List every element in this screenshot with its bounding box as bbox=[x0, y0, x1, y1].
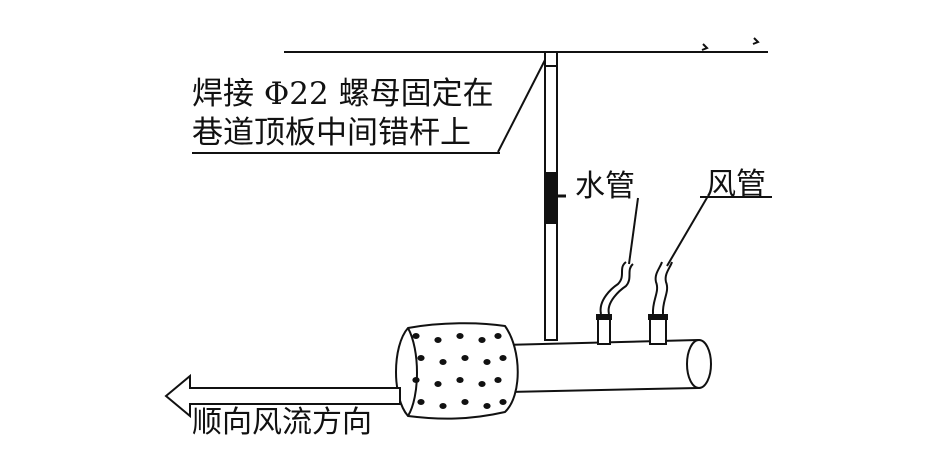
air-hose bbox=[651, 261, 663, 315]
nozzle-hole bbox=[483, 403, 491, 409]
air-pipe-label: 风管 bbox=[706, 167, 766, 202]
nozzle-hole bbox=[439, 403, 447, 409]
roof-mark bbox=[752, 37, 760, 45]
air-pipe-leader bbox=[666, 195, 709, 267]
nozzle-holes bbox=[412, 333, 507, 409]
weld-label-line2: 巷道顶板中间错杆上 bbox=[192, 115, 471, 151]
main-pipe bbox=[504, 338, 711, 394]
nozzle-hole bbox=[499, 399, 507, 405]
rod-coupling bbox=[545, 172, 557, 224]
nozzle-drum-rim bbox=[407, 327, 418, 417]
nozzle-hole bbox=[434, 381, 442, 387]
weld-label-line1: 焊接 Φ22 螺母固定在 bbox=[192, 76, 494, 112]
water-pipe-leader bbox=[628, 197, 639, 265]
air-pipe-collar bbox=[648, 314, 668, 320]
nozzle-hole bbox=[434, 337, 442, 343]
nozzle-hole bbox=[461, 355, 469, 361]
nozzle-hole bbox=[494, 377, 502, 383]
nozzle-hole bbox=[461, 399, 469, 405]
nozzle-hole bbox=[417, 355, 425, 361]
nozzle-hole bbox=[483, 359, 491, 365]
nozzle-hole bbox=[478, 381, 486, 387]
nozzle-hole bbox=[456, 377, 464, 383]
nozzle-hole bbox=[478, 337, 486, 343]
water-hose bbox=[599, 261, 627, 315]
nozzle-hole bbox=[439, 359, 447, 365]
water-hose bbox=[607, 263, 634, 315]
water-pipe-stub bbox=[597, 317, 611, 345]
nozzle-hole bbox=[412, 377, 420, 383]
nozzle-hole bbox=[456, 333, 464, 339]
airflow-direction-label: 顺向风流方向 bbox=[192, 405, 372, 440]
weld-leader bbox=[497, 59, 546, 153]
air-pipe-stub bbox=[649, 317, 667, 345]
nozzle-hole bbox=[494, 333, 502, 339]
water-pipe-label: 水管 bbox=[575, 169, 635, 204]
water-pipe-collar bbox=[596, 314, 612, 320]
nozzle-hole bbox=[499, 355, 507, 361]
nozzle-hole bbox=[412, 333, 420, 339]
nozzle-hole bbox=[417, 399, 425, 405]
main-pipe-end bbox=[686, 339, 712, 389]
roof-mark bbox=[701, 43, 709, 51]
airflow-arrow-icon bbox=[164, 373, 401, 419]
air-hose bbox=[661, 261, 673, 315]
